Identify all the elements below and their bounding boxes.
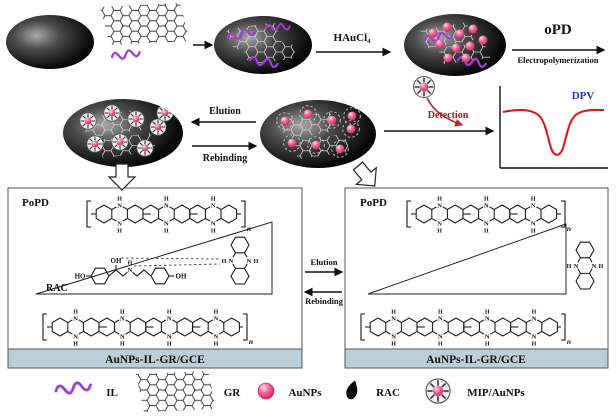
template-contents bbox=[276, 105, 361, 159]
legend-mip-label: MIP/AuNPs bbox=[467, 387, 525, 399]
legend-aunps-label: AuNPs bbox=[288, 387, 322, 399]
exchange-elution-label: Elution bbox=[311, 257, 338, 267]
electropolymerization-label: Electropolymerization bbox=[517, 55, 598, 65]
gr-icon bbox=[136, 371, 216, 412]
legend-il: IL bbox=[53, 379, 118, 399]
gr-sheet-icon bbox=[100, 3, 190, 45]
rebinding-label-mid: Rebinding bbox=[203, 153, 247, 164]
aunp-sphere bbox=[468, 24, 478, 34]
bare-gce-electrode bbox=[6, 15, 94, 69]
mip-site-icon bbox=[136, 139, 154, 157]
gce-ellipse bbox=[6, 15, 94, 69]
il-squiggle-icon bbox=[110, 47, 142, 62]
aunp-sphere bbox=[442, 22, 452, 32]
left-structure-panel: PoPD RAC AuNPs-IL-GR/GCE bbox=[7, 187, 303, 369]
legend-gr-label: GR bbox=[224, 387, 242, 399]
gr-sheet-icon bbox=[226, 22, 282, 50]
elution-label-mid: Elution bbox=[209, 106, 241, 117]
legend-mip: MIP/AuNPs bbox=[425, 378, 525, 404]
mip-site-icon bbox=[111, 133, 129, 151]
mip-electrode-cavities bbox=[63, 99, 183, 167]
template-swoosh bbox=[426, 97, 464, 127]
aunp-sphere bbox=[455, 29, 465, 39]
legend-gr: GR bbox=[136, 371, 241, 412]
exchange-rebinding-label: Rebinding bbox=[305, 296, 344, 306]
aunp-sphere bbox=[461, 53, 471, 63]
dpv-curve bbox=[502, 108, 605, 156]
aunps-gr-il-electrode bbox=[404, 14, 506, 76]
aunp-sphere bbox=[478, 35, 488, 45]
aunp-sphere bbox=[451, 43, 461, 53]
legend-il-label: IL bbox=[106, 387, 118, 399]
aunp-sphere bbox=[428, 28, 438, 38]
legend-rac-label: RAC bbox=[376, 387, 400, 399]
mip-electrode-with-template bbox=[260, 100, 376, 168]
hydrogen-bond bbox=[120, 257, 220, 260]
popd-label-left: PoPD bbox=[22, 197, 49, 209]
legend: IL GR AuNPs RAC MIP/AuNPs bbox=[53, 371, 525, 412]
hollow-down-arrow-left bbox=[108, 163, 136, 191]
gr-sheet-icon bbox=[278, 112, 338, 139]
imprint-cavity-triangle-left bbox=[35, 221, 273, 295]
aunp-sphere bbox=[435, 39, 445, 49]
aunps-icon bbox=[257, 382, 275, 400]
mip-site-icon bbox=[127, 110, 145, 128]
imprint-cavity-triangle-right bbox=[367, 223, 567, 295]
il-icon bbox=[53, 379, 93, 397]
opd-label: oPD bbox=[544, 22, 572, 38]
aunps-contents bbox=[420, 22, 490, 69]
mip-site-icon bbox=[86, 135, 104, 153]
legend-rac: RAC bbox=[344, 378, 400, 401]
legend-aunps: AuNPs bbox=[257, 382, 322, 400]
rac-label: RAC bbox=[46, 283, 68, 294]
aunp-sphere bbox=[465, 41, 475, 51]
dpv-label: DPV bbox=[572, 90, 595, 102]
aunp-sphere bbox=[443, 53, 453, 63]
mip-site-icon bbox=[156, 104, 174, 122]
popd-label-right: PoPD bbox=[360, 197, 387, 209]
mip-aunps-icon bbox=[425, 378, 451, 404]
right-structure-panel: PoPD AuNPs-IL-GR/GCE bbox=[344, 187, 609, 369]
left-panel-box bbox=[7, 187, 303, 369]
graphene-il-reactants bbox=[100, 3, 190, 62]
electrode-bar-right bbox=[344, 348, 609, 369]
dpv-plot: DPV bbox=[499, 86, 608, 169]
haucl4-label: HAuCl₄ bbox=[334, 32, 372, 44]
rac-icon bbox=[344, 378, 360, 401]
mip-contents bbox=[79, 104, 174, 158]
electrode-bar-left bbox=[7, 348, 303, 369]
right-panel-box bbox=[344, 187, 609, 369]
hydrogen-bond bbox=[133, 263, 221, 267]
mip-aunps-template-icon bbox=[412, 75, 436, 99]
mip-site-icon bbox=[79, 112, 97, 130]
mip-site-icon bbox=[103, 104, 121, 122]
gr-il-contents bbox=[225, 22, 297, 69]
electrode-bar-label-right: AuNPs-IL-GR/GCE bbox=[426, 354, 526, 366]
gr-sheet-icon bbox=[292, 134, 350, 159]
gr-il-gce-electrode bbox=[214, 16, 312, 74]
detection-label: Detection bbox=[428, 110, 469, 121]
electrode-bar-label-left: AuNPs-IL-GR/GCE bbox=[105, 354, 205, 366]
